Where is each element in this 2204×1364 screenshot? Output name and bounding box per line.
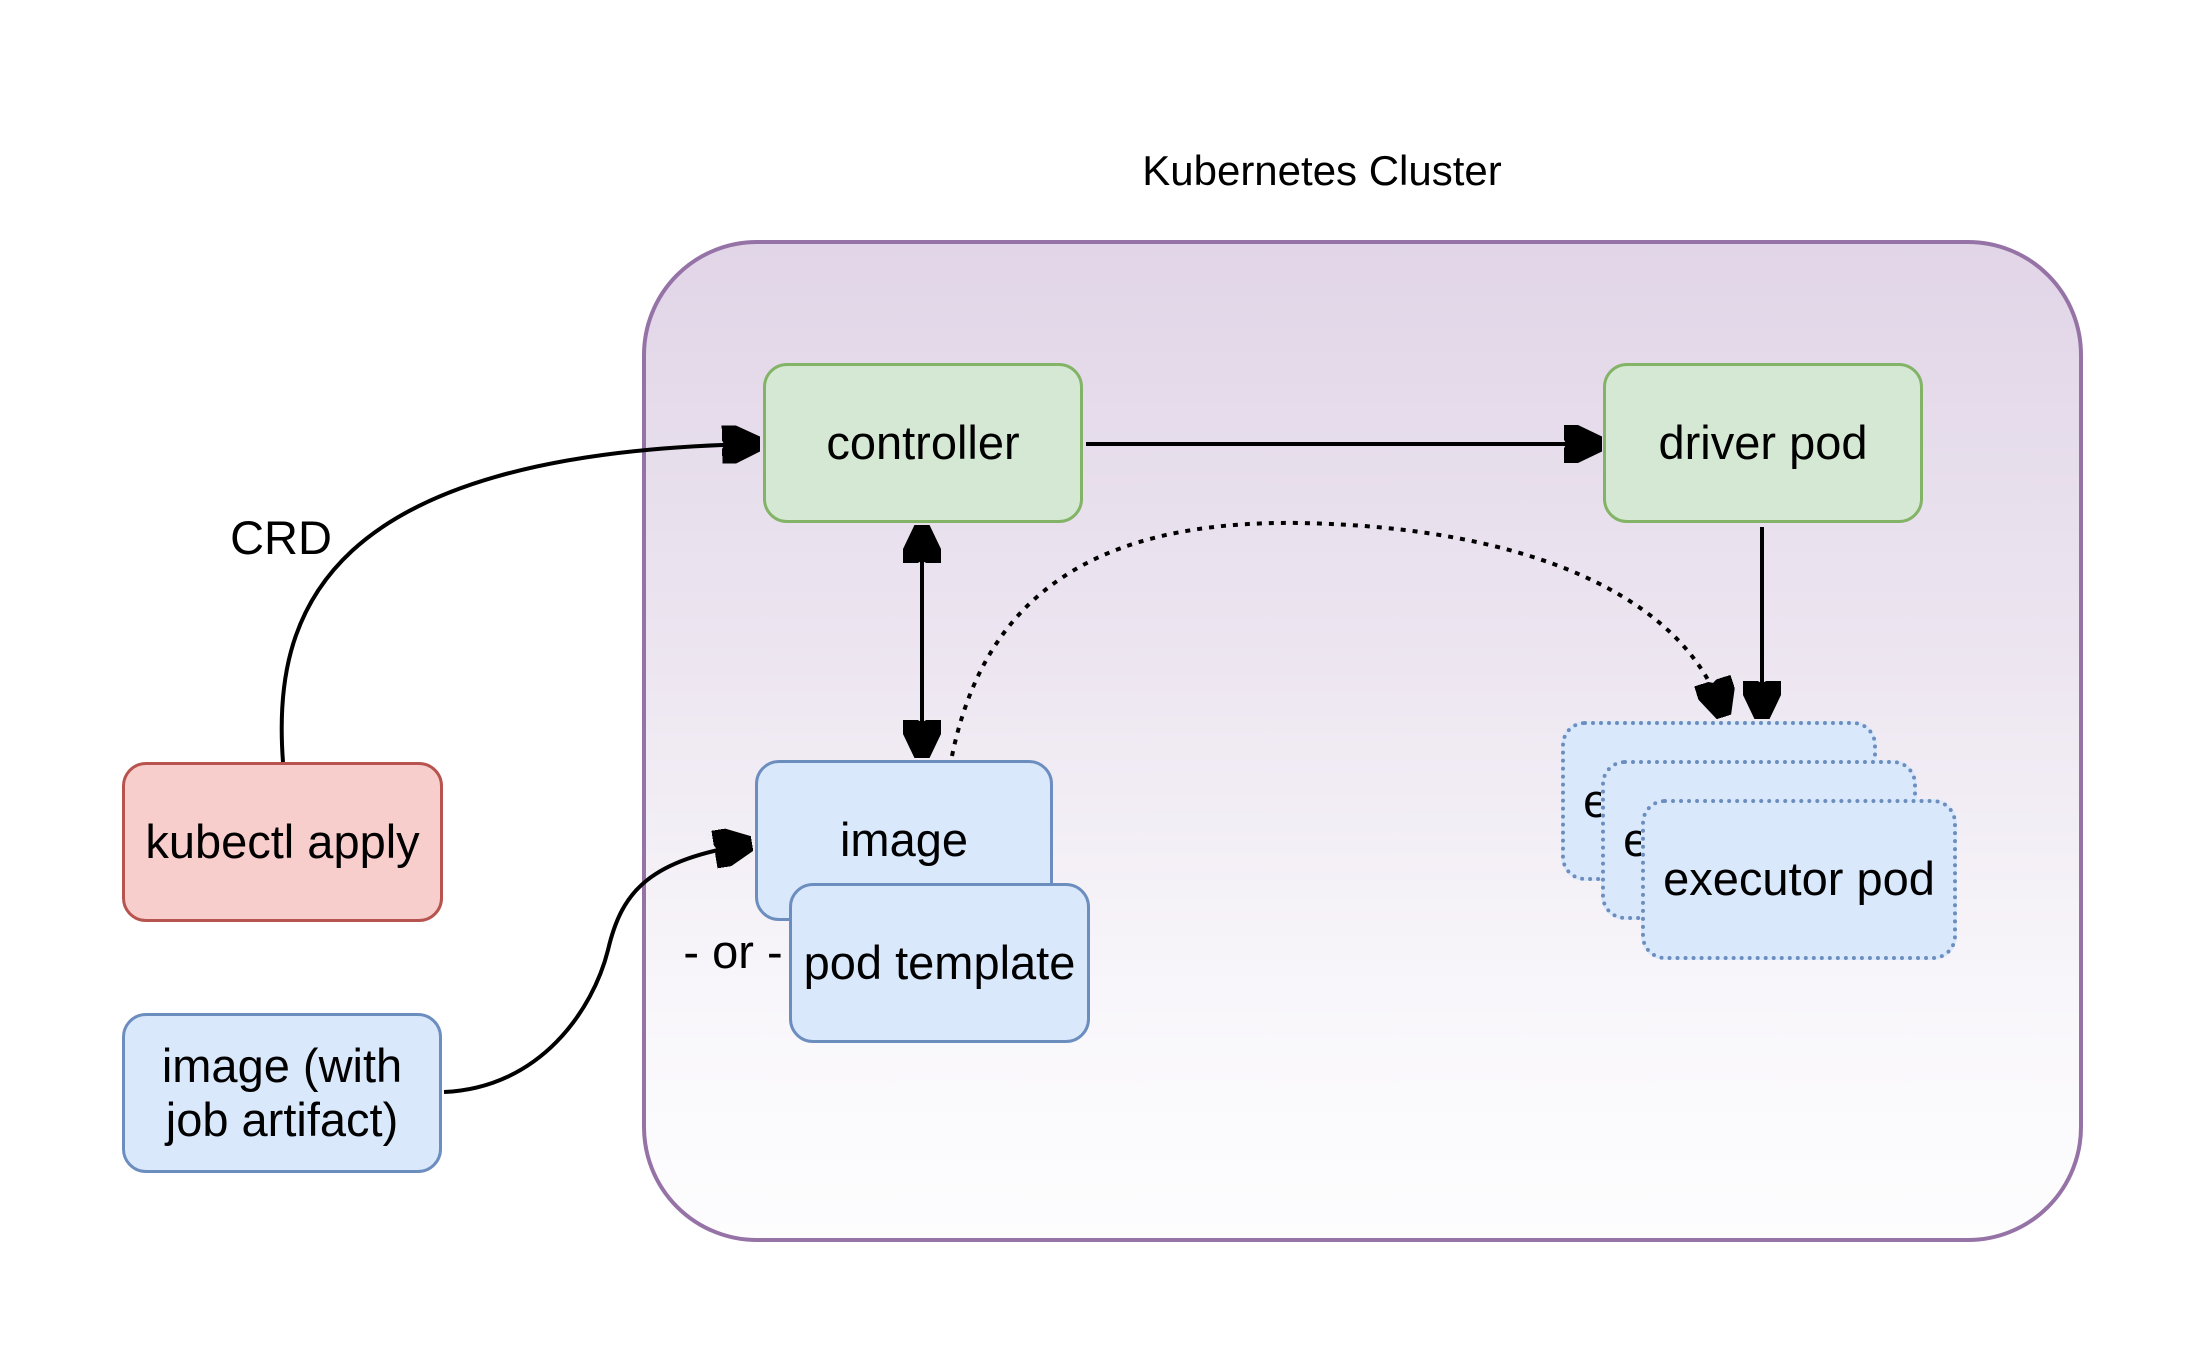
cluster-title: Kubernetes Cluster — [1142, 147, 1502, 194]
crd-edge-label: CRD — [230, 511, 332, 564]
image-with-job-artifact-node: image (with job artifact) — [122, 1013, 442, 1173]
kubectl-apply-node: kubectl apply — [122, 762, 443, 922]
controller-node: controller — [763, 363, 1083, 523]
pod-template-node: pod template — [789, 883, 1090, 1043]
executor-pod-node-front: executor pod — [1641, 799, 1957, 960]
driver-pod-node: driver pod — [1603, 363, 1923, 523]
